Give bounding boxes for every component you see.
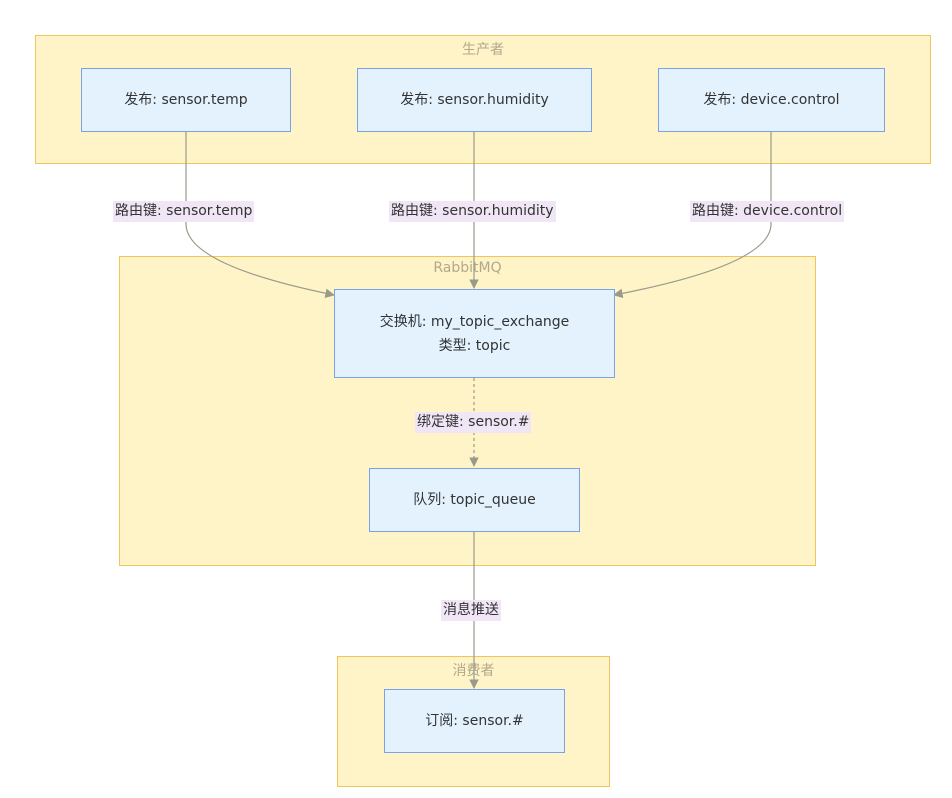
node-exchange-name: 交换机: my_topic_exchange (379, 313, 570, 330)
node-exchange-type: 类型: topic (438, 337, 511, 354)
node-publish-control[interactable]: 发布: device.control (658, 68, 885, 132)
node-queue[interactable]: 队列: topic_queue (369, 468, 580, 532)
node-queue-label: 队列: topic_queue (413, 492, 536, 508)
producer-cluster-title: 生产者 (462, 42, 504, 58)
node-publish-humidity[interactable]: 发布: sensor.humidity (357, 68, 592, 132)
edge-label-binding: 绑定键: sensor.# (415, 412, 532, 433)
edge-label-route-temp: 路由键: sensor.temp (113, 201, 255, 222)
node-subscribe[interactable]: 订阅: sensor.# (384, 689, 565, 753)
edge-control-to-exchange (613, 132, 772, 299)
edge-label-push: 消息推送 (441, 600, 501, 621)
node-publish-control-label: 发布: device.control (703, 92, 840, 108)
edge-label-route-humidity: 路由键: sensor.humidity (389, 201, 556, 222)
node-subscribe-label: 订阅: sensor.# (425, 713, 524, 729)
edge-label-route-control: 路由键: device.control (690, 201, 845, 222)
rabbitmq-cluster-title: RabbitMQ (433, 260, 502, 276)
node-publish-humidity-label: 发布: sensor.humidity (400, 92, 549, 108)
node-exchange[interactable]: 交换机: my_topic_exchange 类型: topic (334, 289, 615, 378)
node-publish-temp-label: 发布: sensor.temp (124, 92, 248, 108)
edge-temp-to-exchange (185, 132, 335, 298)
node-publish-temp[interactable]: 发布: sensor.temp (81, 68, 291, 132)
